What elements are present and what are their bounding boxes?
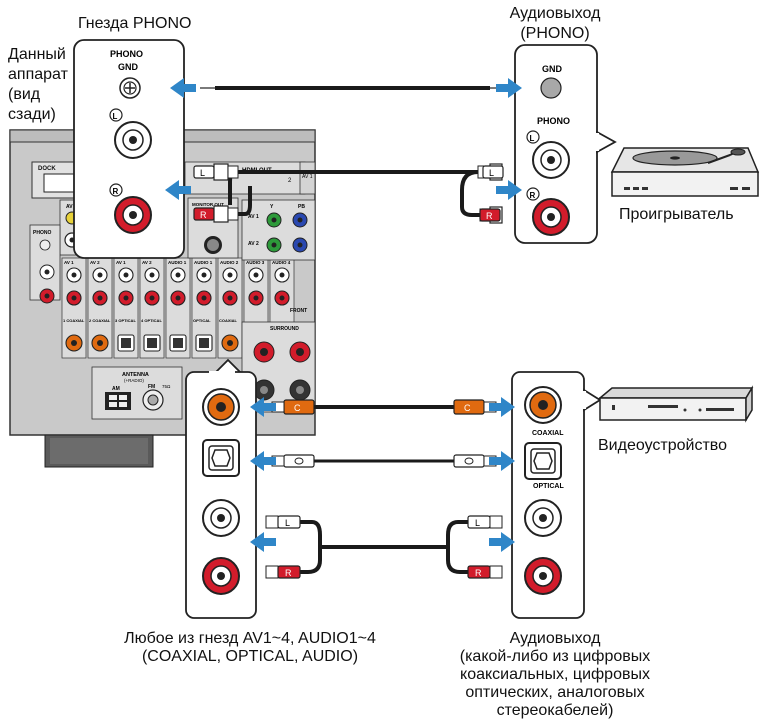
av-small-label: AV — [66, 204, 73, 210]
video-device-label: Видеоустройство — [598, 437, 727, 454]
phono-jacks-label: Гнезда PHONO — [78, 15, 192, 32]
audio-out-any-label-4: оптических, аналоговых — [465, 684, 645, 701]
y-label: Y — [270, 204, 274, 210]
panel-column-label: AV 1 — [116, 260, 126, 265]
panel-column-label: AUDIO 2 — [220, 260, 239, 265]
arrow-optical-left — [250, 451, 276, 471]
audio-out-any-label-2: (какой-либо из цифровых — [459, 648, 651, 665]
panel-jack-column: AUDIO 1 — [165, 257, 191, 359]
video-device-output-box: COAXIAL OPTICAL — [511, 371, 602, 619]
tt-r-label: R — [530, 191, 536, 200]
coaxial-cable: C C — [270, 399, 497, 415]
turntable-output-box: GND PHONO L R — [514, 44, 617, 244]
panel-column-label: AV 2 — [90, 260, 100, 265]
zoom-gnd-label: GND — [118, 62, 139, 72]
analog-l-left-label: L — [285, 518, 290, 528]
vd-optical-label: OPTICAL — [533, 483, 564, 490]
plug-r-right-label: R — [486, 211, 493, 221]
tt-phono-label: PHONO — [537, 116, 570, 126]
panel-column-label: AV 1 — [64, 260, 74, 265]
arrow-coax-left — [250, 397, 276, 417]
tt-gnd-terminal-icon — [540, 77, 562, 99]
panel-column-label: AUDIO 3 — [246, 260, 265, 265]
arrow-phono-left — [165, 180, 191, 200]
analog-r-left-label: R — [285, 568, 292, 578]
zoom-phono-label: PHONO — [110, 49, 143, 59]
panel-jack-column: AV 2 4 OPTICAL — [139, 257, 165, 359]
monitor-out-label: MONITOR OUT — [192, 202, 224, 207]
av2-comp-label: AV 2 — [248, 241, 259, 247]
arrow-phono-right — [496, 180, 522, 200]
this-unit-label-4: сзади) — [8, 106, 56, 123]
this-unit-label-3: (вид — [8, 86, 41, 103]
panel-column-sublabel: 4 OPTICAL — [141, 318, 162, 323]
analog-l-right-label: L — [475, 518, 480, 528]
phono-rca-cable: L R L R — [193, 163, 504, 224]
plug-r-left-label: R — [200, 210, 207, 220]
panel-jack-column: AUDIO 1 OPTICAL — [191, 257, 217, 359]
turntable-label: Проигрыватель — [619, 206, 734, 223]
surround-label: SURROUND — [270, 326, 299, 332]
panel-column-label: AV 2 — [142, 260, 152, 265]
plug-l-left-label: L — [200, 168, 205, 178]
arrow-gnd-left — [170, 78, 196, 98]
fm-ohm-label: 75Ω — [162, 384, 171, 389]
am-label: AM — [112, 386, 120, 392]
dock-label: DOCK — [38, 166, 56, 172]
receiver-phono-zoom: PHONO GND L R — [73, 39, 185, 259]
panel-jack-column: AUDIO 2 COAXIAL — [217, 257, 243, 359]
arrow-coax-right — [489, 397, 515, 417]
any-jack-label-2: (COAXIAL, OPTICAL, AUDIO) — [141, 648, 359, 665]
audio-out-any-label-1: Аудиовыход — [509, 630, 601, 647]
optical-cable — [270, 454, 497, 468]
panel-column-label: AUDIO 4 — [272, 260, 291, 265]
any-jack-label-1: Любое из гнезд AV1~4, AUDIO1~4 — [124, 630, 376, 647]
panel-column-sublabel: COAXIAL — [219, 318, 238, 323]
panel-jack-column: AV 1 3 OPTICAL — [113, 257, 139, 359]
pb-label: PB — [298, 204, 305, 210]
analog-rca-cable: L R L R — [265, 515, 503, 579]
arrow-optical-right — [489, 451, 515, 471]
tt-l-label: L — [530, 134, 535, 143]
vd-coaxial-label: COAXIAL — [532, 430, 564, 437]
panel-column-sublabel: 2 COAXIAL — [89, 318, 111, 323]
analog-r-right-label: R — [475, 568, 482, 578]
tt-gnd-label: GND — [542, 64, 563, 74]
panel-jack-column: AV 1 1 COAXIAL — [61, 257, 87, 359]
panel-column-sublabel: 3 OPTICAL — [115, 318, 136, 323]
video-device-icon — [597, 385, 754, 423]
arrow-analog-right — [489, 532, 515, 552]
audio-out-phono-label-1: Аудиовыход — [509, 5, 601, 22]
plug-l-right-label: L — [489, 168, 494, 178]
receiver-audio-zoom — [185, 358, 257, 619]
audio-out-any-label-3: коаксиальных, цифровых — [460, 666, 650, 683]
antenna-sub-label: (+RADIO) — [124, 378, 144, 383]
panel-phono-small-label: PHONO — [33, 230, 51, 236]
coax-c-left-label: C — [294, 403, 301, 413]
coax-c-right-label: C — [464, 403, 471, 413]
panel-column-sublabel: 1 COAXIAL — [63, 318, 85, 323]
antenna-label: ANTENNA — [122, 372, 149, 378]
turntable-icon — [610, 147, 760, 197]
panel-jack-column: AV 2 2 COAXIAL — [87, 257, 113, 359]
panel-column-label: AUDIO 1 — [168, 260, 187, 265]
fm-label: FM — [148, 384, 155, 390]
zoom-l-label: L — [113, 112, 118, 121]
zoom-r-label: R — [113, 187, 119, 196]
front-label: FRONT — [290, 308, 307, 314]
hdmi-2-label: 2 — [288, 178, 292, 184]
av1-comp-label: AV 1 — [248, 214, 259, 220]
audio-out-phono-label-2: (PHONO) — [520, 25, 590, 42]
av1-hdmi-label: AV 1 — [302, 174, 313, 180]
audio-out-any-label-5: стереокабелей) — [496, 702, 614, 719]
panel-column-label: AUDIO 1 — [194, 260, 213, 265]
arrow-gnd-right — [496, 78, 522, 98]
this-unit-label-1: Данный — [8, 46, 66, 63]
this-unit-label-2: аппарат — [8, 66, 68, 83]
panel-column-sublabel: OPTICAL — [193, 318, 211, 323]
signal-arrows — [165, 78, 522, 552]
arrow-analog-left — [250, 532, 276, 552]
